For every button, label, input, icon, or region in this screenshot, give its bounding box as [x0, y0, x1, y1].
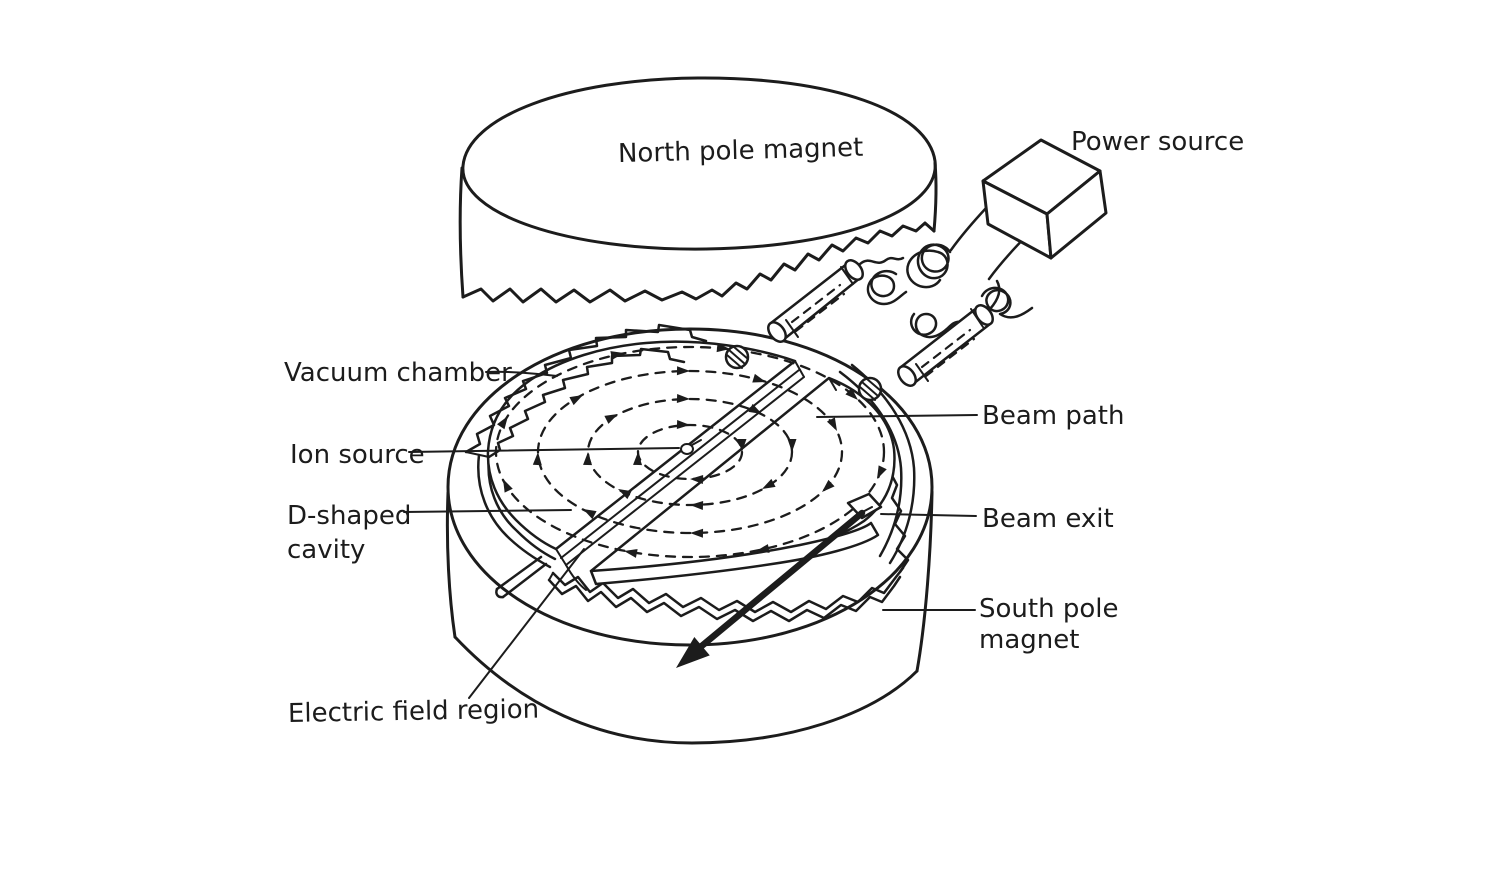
north-magnet-right-wall	[932, 161, 938, 233]
leader-beam-exit	[880, 513, 977, 517]
wall-left-inner-arc	[487, 455, 557, 561]
tube-edge	[911, 322, 992, 386]
label-electric-field-region: Electric field region	[288, 695, 540, 729]
tube-cap	[844, 259, 864, 281]
leader-electric-field-region	[468, 548, 585, 699]
leader-ion-source	[408, 447, 680, 453]
wire-tangle	[866, 243, 1034, 343]
north-magnet-top-face	[461, 76, 937, 251]
cutaway-outer-zigzag	[464, 323, 708, 454]
support-rod	[495, 555, 548, 599]
leader-vacuum-chamber	[485, 370, 558, 377]
ion-source	[680, 439, 702, 455]
chamber-bottom-edge	[453, 635, 919, 745]
label-south-pole-magnet-line2: magnet	[979, 625, 1079, 655]
left-dee-ne-endface	[794, 360, 805, 378]
tube-band	[785, 266, 854, 338]
left-dee	[486, 340, 797, 551]
power-source-assembly	[767, 138, 1108, 387]
gap-sw-bend	[565, 564, 587, 591]
tube-hatch-dashes	[920, 328, 976, 378]
vacuum-chamber-cutaway-band	[464, 323, 708, 459]
north-pole-magnet	[458, 76, 938, 304]
tube-hatch-dashes	[790, 283, 846, 333]
wall-front-torn-left-cap	[548, 572, 554, 581]
ion-source-nub	[680, 443, 694, 455]
label-ion-source: Ion source	[290, 440, 425, 470]
tube-cap	[767, 321, 787, 343]
beam-exit-arrow-shaft	[682, 509, 866, 663]
tube-wire	[858, 256, 905, 266]
tube-cap	[897, 365, 917, 387]
right-dee-front-band	[589, 521, 880, 586]
label-south-pole: South pole	[979, 594, 1118, 624]
d-shaped-cavities	[486, 340, 896, 591]
north-magnet-torn-bottom-edge	[461, 221, 936, 304]
north-magnet-left-wall	[458, 166, 465, 299]
cutaway-left-cap	[465, 451, 490, 458]
tube-band	[915, 308, 984, 382]
label-cavity: cavity	[287, 535, 365, 565]
tube-wire	[988, 279, 1001, 311]
power-source-box	[981, 138, 1108, 260]
label-power-source: Power source	[1071, 127, 1244, 157]
rod-bottom-line	[501, 562, 548, 599]
label-beam-path: Beam path	[982, 401, 1124, 431]
rim-bolts	[724, 344, 883, 402]
cutaway-inner-zigzag	[487, 347, 686, 459]
rod-top-line	[495, 555, 543, 591]
ion-source-tail	[691, 439, 702, 446]
wall-front-torn-lower	[547, 575, 902, 623]
label-north-pole-magnet: North pole magnet	[618, 133, 864, 169]
label-vacuum-chamber: Vacuum chamber	[284, 358, 512, 388]
left-dee-sw-endface	[555, 548, 567, 566]
left-dee-slab-line1	[560, 369, 800, 559]
tube-edge	[781, 276, 862, 342]
leader-d-shaped-cavity	[403, 509, 572, 513]
label-beam-exit: Beam exit	[982, 504, 1114, 534]
rod-end-cap	[495, 587, 505, 599]
labels: North pole magnet Power source Vacuum ch…	[284, 127, 1244, 729]
beam-exit	[668, 492, 883, 678]
bolt-hatch	[726, 346, 749, 369]
wire-lead-upper	[949, 205, 989, 252]
tube-edge	[899, 305, 980, 369]
box-right-face	[1045, 169, 1108, 260]
label-d-shaped: D-shaped	[287, 501, 411, 531]
right-dee-ne-endface	[828, 377, 837, 391]
tube-edge	[769, 261, 850, 325]
electrode-tube-upper	[767, 256, 905, 343]
chamber-right-wall	[915, 490, 934, 673]
vacuum-chamber-wall	[477, 363, 916, 623]
bolt-hatch	[859, 378, 882, 401]
electrode-tube-lower	[897, 279, 1001, 387]
left-dee-slab-line2	[565, 376, 805, 566]
leader-lines	[403, 370, 978, 699]
leader-beam-path	[816, 414, 978, 418]
